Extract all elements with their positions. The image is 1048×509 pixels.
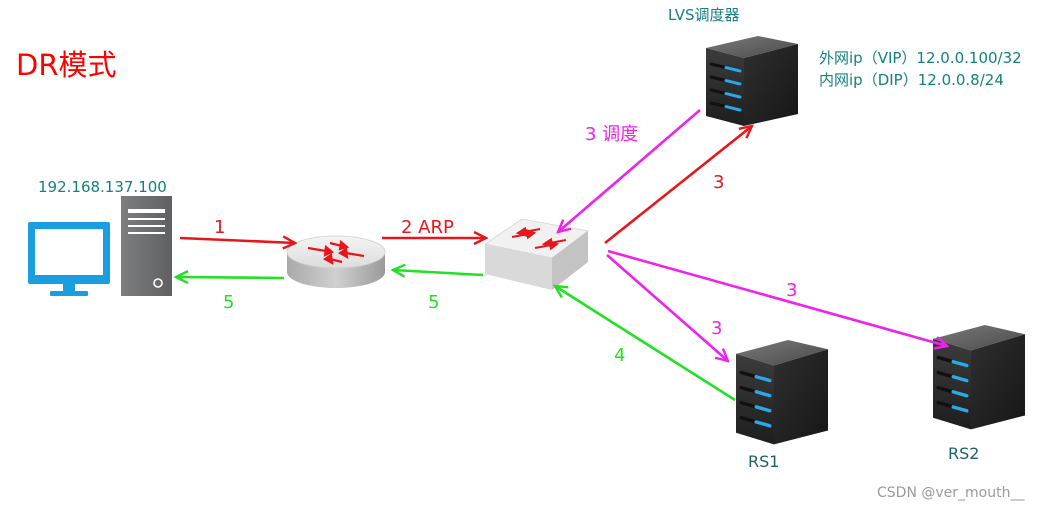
rs1-label: RS1 <box>748 452 779 471</box>
lvs-vip-label: 外网ip（VIP）12.0.0.100/32 <box>819 49 1022 67</box>
lvs-label: LVS调度器 <box>668 6 740 24</box>
pc-tower-icon <box>121 196 172 296</box>
arrow-switch-to-router <box>393 270 484 275</box>
label-lvs-dispatch: 3 调度 <box>585 124 638 145</box>
arrow-switch-to-lvs <box>604 126 752 245</box>
label-client-to-router: 1 <box>214 217 225 238</box>
client-ip-label: 192.168.137.100 <box>38 178 167 196</box>
label-switch-to-rs2: 3 <box>786 280 797 301</box>
rs1-server-icon <box>734 338 830 447</box>
label-router-to-client: 5 <box>223 292 234 313</box>
label-switch-to-router: 5 <box>428 292 439 313</box>
lvs-dip-label: 内网ip（DIP）12.0.0.8/24 <box>819 71 1004 89</box>
label-switch-to-lvs: 3 <box>713 172 724 193</box>
router-icon <box>286 235 386 288</box>
lvs-server-icon <box>704 34 800 128</box>
label-switch-to-rs1: 3 <box>711 318 722 339</box>
label-rs1-to-switch: 4 <box>614 345 625 366</box>
flow-arrows <box>176 109 947 402</box>
monitor-icon <box>28 222 110 296</box>
arrow-lvs-dispatch <box>558 109 701 232</box>
label-router-to-switch: 2 ARP <box>401 217 454 238</box>
arrow-switch-to-rs1 <box>606 254 728 361</box>
arrow-rs1-to-switch <box>555 286 736 402</box>
watermark: CSDN @ver_mouth__ <box>877 485 1025 501</box>
arrow-client-to-router <box>179 238 295 243</box>
switch-icon <box>483 218 589 290</box>
diagram-title: DR模式 <box>16 48 116 82</box>
arrow-switch-to-rs2 <box>607 249 947 346</box>
rs2-label: RS2 <box>948 444 979 463</box>
arrow-router-to-client <box>176 277 285 278</box>
rs2-server-icon <box>931 323 1027 432</box>
